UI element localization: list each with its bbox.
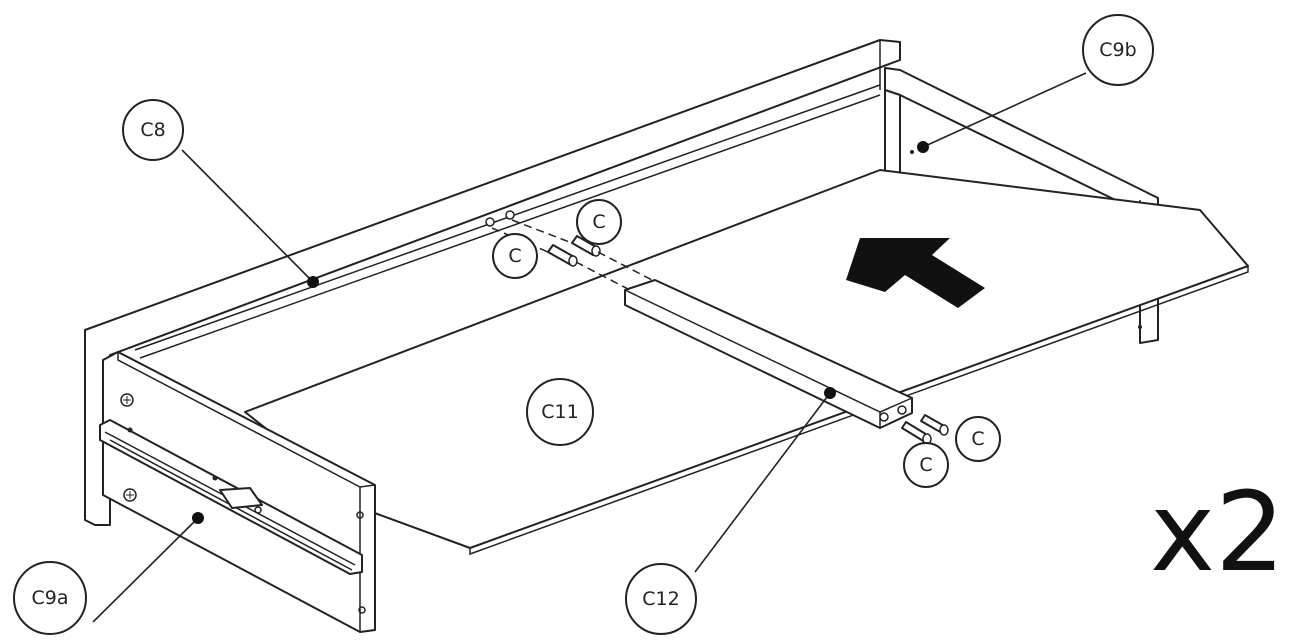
panel-c9a — [99, 351, 376, 633]
quantity-multiplier: x2 — [1150, 468, 1285, 596]
push-arrow-icon — [846, 238, 985, 308]
dowel-pins — [485, 210, 949, 445]
callout-label: C11 — [541, 401, 578, 423]
callout-label: C — [508, 245, 521, 267]
leader-lines — [92, 72, 1087, 623]
callout-c: C — [492, 233, 538, 279]
callout-c: C — [903, 442, 949, 488]
callout-label: C9b — [1099, 39, 1136, 61]
callout-label: C9a — [32, 587, 69, 609]
screw-icon — [123, 488, 137, 502]
callout-c: C — [576, 199, 622, 245]
callout-c12: C12 — [625, 563, 697, 635]
callout-label: C — [971, 428, 984, 450]
callout-c9b: C9b — [1082, 14, 1154, 86]
callout-c: C — [955, 416, 1001, 462]
callout-c11: C11 — [526, 378, 594, 446]
callout-label: C — [592, 211, 605, 233]
screw-icon — [120, 393, 134, 407]
callout-c8: C8 — [122, 99, 184, 161]
callout-c9a: C9a — [13, 561, 87, 635]
callout-label: C8 — [140, 119, 165, 141]
callout-label: C — [919, 454, 932, 476]
rail-c12 — [624, 279, 913, 429]
callout-label: C12 — [642, 588, 679, 610]
